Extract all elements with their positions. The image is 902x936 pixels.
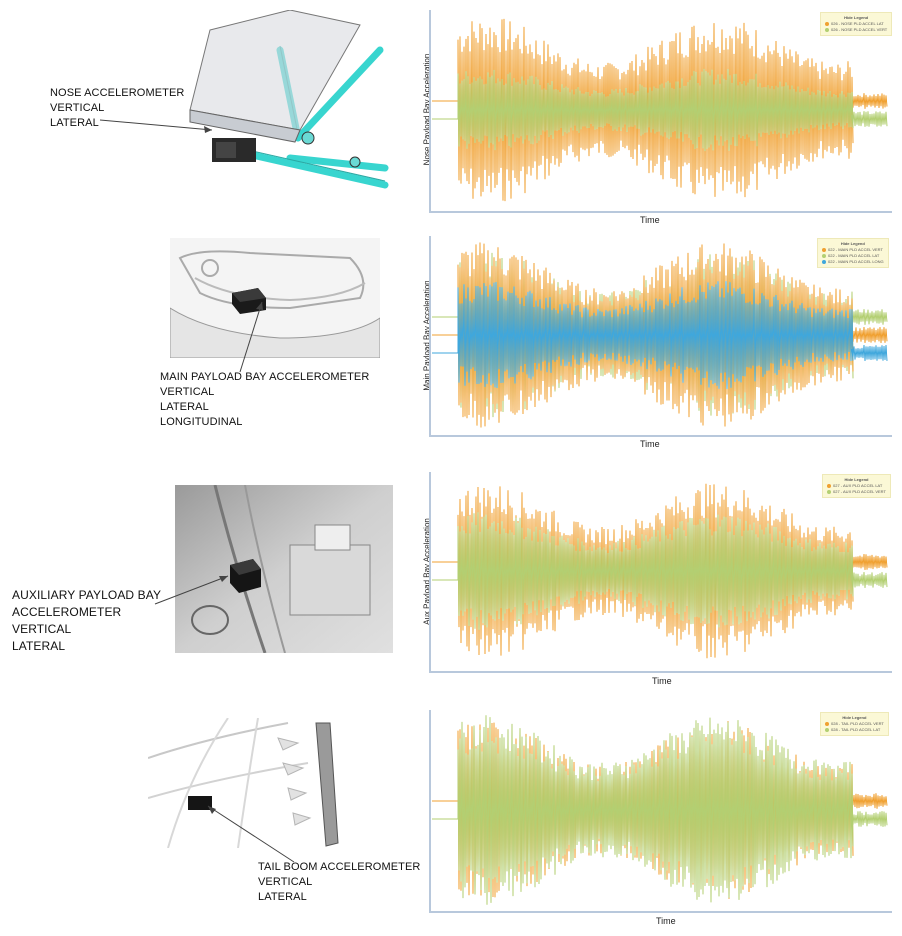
plot-area — [429, 10, 892, 213]
x-axis-label: Time — [640, 439, 660, 449]
series-line — [432, 281, 888, 389]
legend: Hide Legend 027 - AUX PLD ACCEL LAT 027 … — [822, 474, 891, 498]
tail-boom-illustration — [148, 718, 348, 848]
x-axis-label: Time — [640, 215, 660, 225]
chart-aux: Aux Payload Bay Acceleration Time Hide L… — [412, 472, 892, 692]
axis-line — [429, 236, 892, 437]
plot-area — [429, 472, 892, 673]
plot-area — [429, 236, 892, 437]
auxiliary-payload-bay-illustration — [175, 485, 393, 653]
legend: Hide Legend 028 - TAIL PLD ACCEL VERT 02… — [820, 712, 889, 736]
series-line — [432, 512, 888, 630]
axis-line — [429, 10, 892, 213]
series-line — [432, 715, 888, 905]
axis-line — [429, 710, 892, 913]
legend: Hide Legend 026 - NOSE PLD ACCEL LAT 026… — [820, 12, 893, 36]
main-payload-bay-illustration — [170, 238, 380, 358]
chart-nose: Nose Payload Bay Acceleration Time Hide … — [412, 10, 893, 230]
legend: Hide Legend 022 - MAIN PLD ACCEL VERT 02… — [817, 238, 889, 268]
chart-tail: Time Hide Legend 028 - TAIL PLD ACCEL VE… — [412, 710, 892, 932]
x-axis-label: Time — [656, 916, 676, 926]
chart-main: Main Payload Bay Acceleration Time Hide … — [412, 236, 892, 456]
plot-area — [429, 710, 892, 913]
axis-line — [429, 472, 892, 673]
series-line — [432, 68, 888, 152]
x-axis-label: Time — [652, 676, 672, 686]
nose-accelerometer-illustration — [170, 10, 392, 210]
